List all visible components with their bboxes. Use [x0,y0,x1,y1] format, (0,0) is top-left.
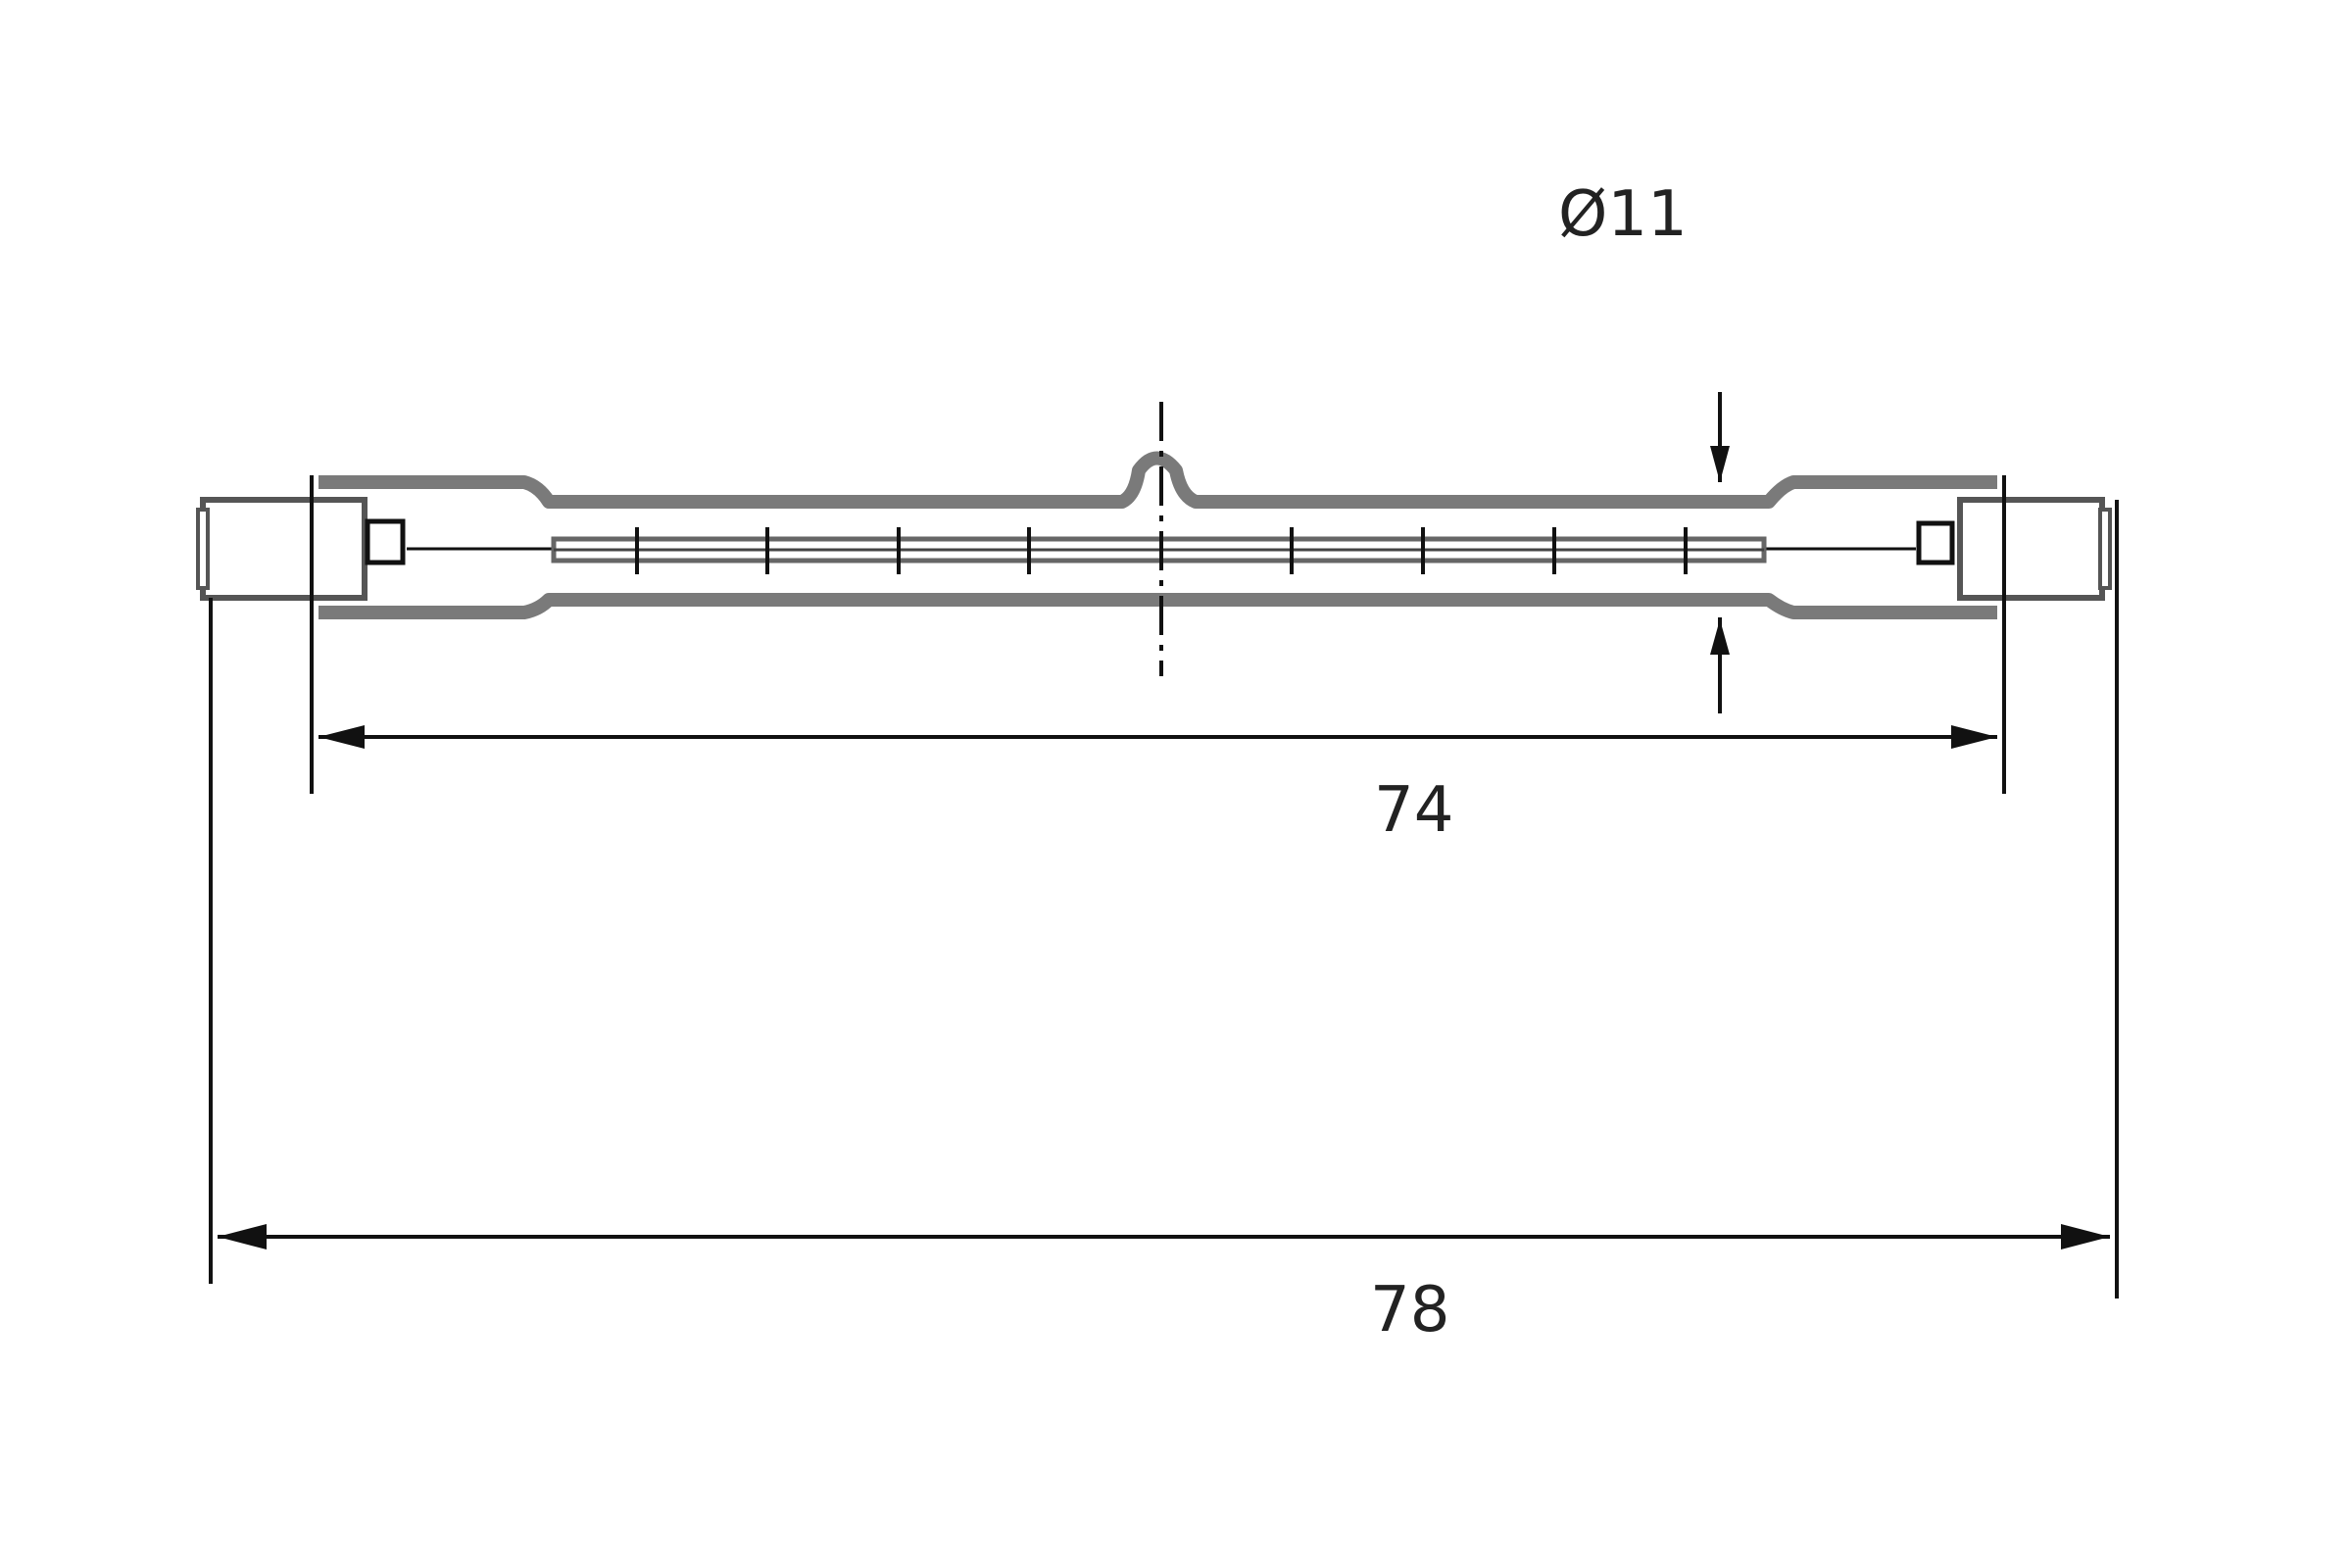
glass-envelope [318,451,1997,619]
diameter-dimension: Ø11 [1558,178,1730,713]
inner-length-dimension: 74 [310,475,2006,847]
diameter-label: Ø11 [1558,178,1688,251]
right-contact-pin [1916,520,1955,565]
right-end-cap [1916,497,2112,601]
filament-supports [635,527,1688,574]
filament [407,527,1916,574]
left-contact-pin [365,518,406,565]
overall-length-dimension: 78 [209,500,2119,1347]
overall-length-label: 78 [1370,1274,1449,1347]
inner-length-label: 74 [1374,774,1453,847]
left-end-cap [196,497,406,601]
